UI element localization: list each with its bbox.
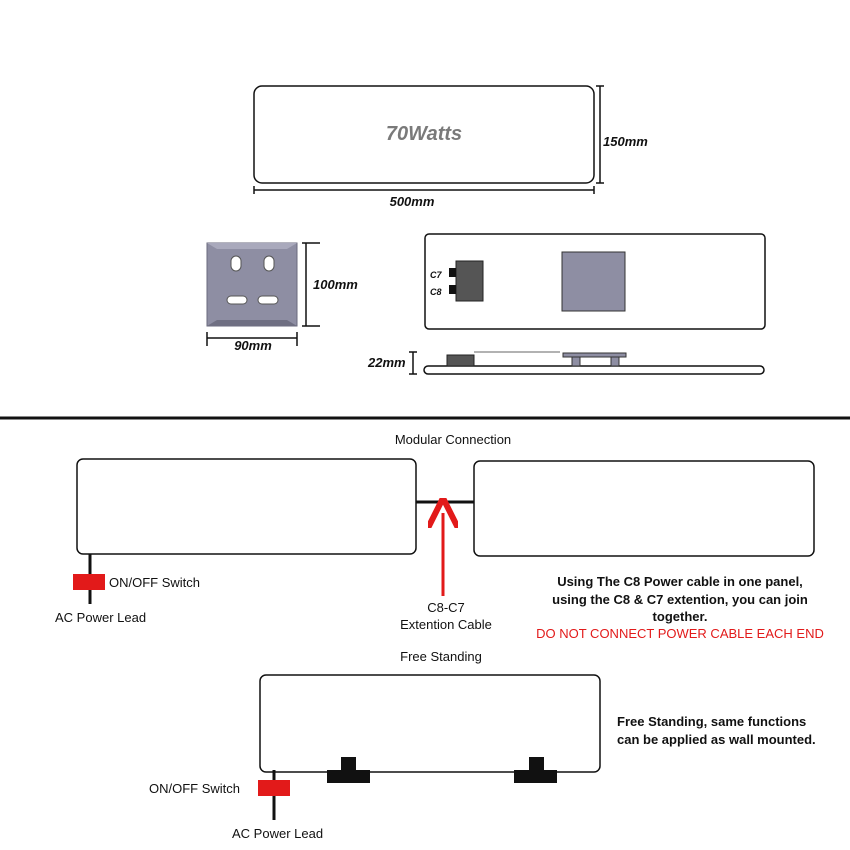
- c8-label: C8: [430, 287, 442, 297]
- bracket-mount-square: [561, 251, 626, 312]
- height-dimension: [596, 85, 604, 184]
- modular-note-line3: together.: [653, 609, 708, 624]
- panel-width-label: 500mm: [390, 194, 435, 209]
- modular-on-off-switch: [73, 574, 105, 590]
- free-standing-switch-label: ON/OFF Switch: [149, 781, 240, 796]
- connector-block: [455, 260, 484, 302]
- modular-panel-right: [473, 460, 815, 557]
- free-standing-panel: [259, 674, 601, 773]
- c8-socket: [449, 285, 456, 294]
- cable-label-line2: Extention Cable: [400, 617, 492, 632]
- stand-foot-left: [327, 757, 370, 783]
- cable-label-line1: C8-C7: [427, 600, 465, 615]
- free-standing-on-off-switch: [258, 780, 290, 796]
- free-standing-note-line1: Free Standing, same functions: [617, 714, 806, 729]
- free-standing-title: Free Standing: [400, 649, 482, 664]
- depth-label: 22mm: [367, 355, 406, 370]
- bracket-width-label: 90mm: [234, 338, 272, 353]
- modular-note-line2: using the C8 & C7 extention, you can joi…: [552, 592, 808, 607]
- c7-label: C7: [430, 270, 442, 280]
- width-dimension: [253, 186, 595, 194]
- bracket-height-label: 100mm: [313, 277, 358, 292]
- free-standing-note-line2: can be applied as wall mounted.: [617, 732, 816, 747]
- c7-socket: [449, 268, 456, 277]
- spec-section: 70Watts 150mm 500mm: [206, 85, 766, 375]
- panel-front-view: [253, 85, 595, 184]
- panel-wattage-label: 70Watts: [386, 123, 462, 145]
- modular-switch-label: ON/OFF Switch: [109, 575, 200, 590]
- panel-height-label: 150mm: [603, 134, 648, 149]
- modular-note-line1: Using The C8 Power cable in one panel,: [557, 574, 803, 589]
- depth-dimension: [409, 351, 417, 375]
- modular-lead-label: AC Power Lead: [55, 610, 146, 625]
- free-standing-lead-label: AC Power Lead: [232, 826, 323, 841]
- bracket-height-dimension: [302, 242, 320, 327]
- bracket-width-dimension: [206, 332, 298, 346]
- modular-warning: DO NOT CONNECT POWER CABLE EACH END: [536, 626, 824, 641]
- modular-panel-left: [76, 458, 417, 555]
- modular-connection-section: Modular Connection ON/OFF Switch AC Powe…: [55, 432, 824, 641]
- stand-foot-right: [514, 757, 557, 783]
- mounting-bracket: [206, 242, 298, 327]
- panel-side-view: [423, 351, 765, 375]
- modular-connection-title: Modular Connection: [395, 432, 511, 447]
- free-standing-section: Free Standing ON/OFF Switch AC Power Lea…: [149, 649, 816, 841]
